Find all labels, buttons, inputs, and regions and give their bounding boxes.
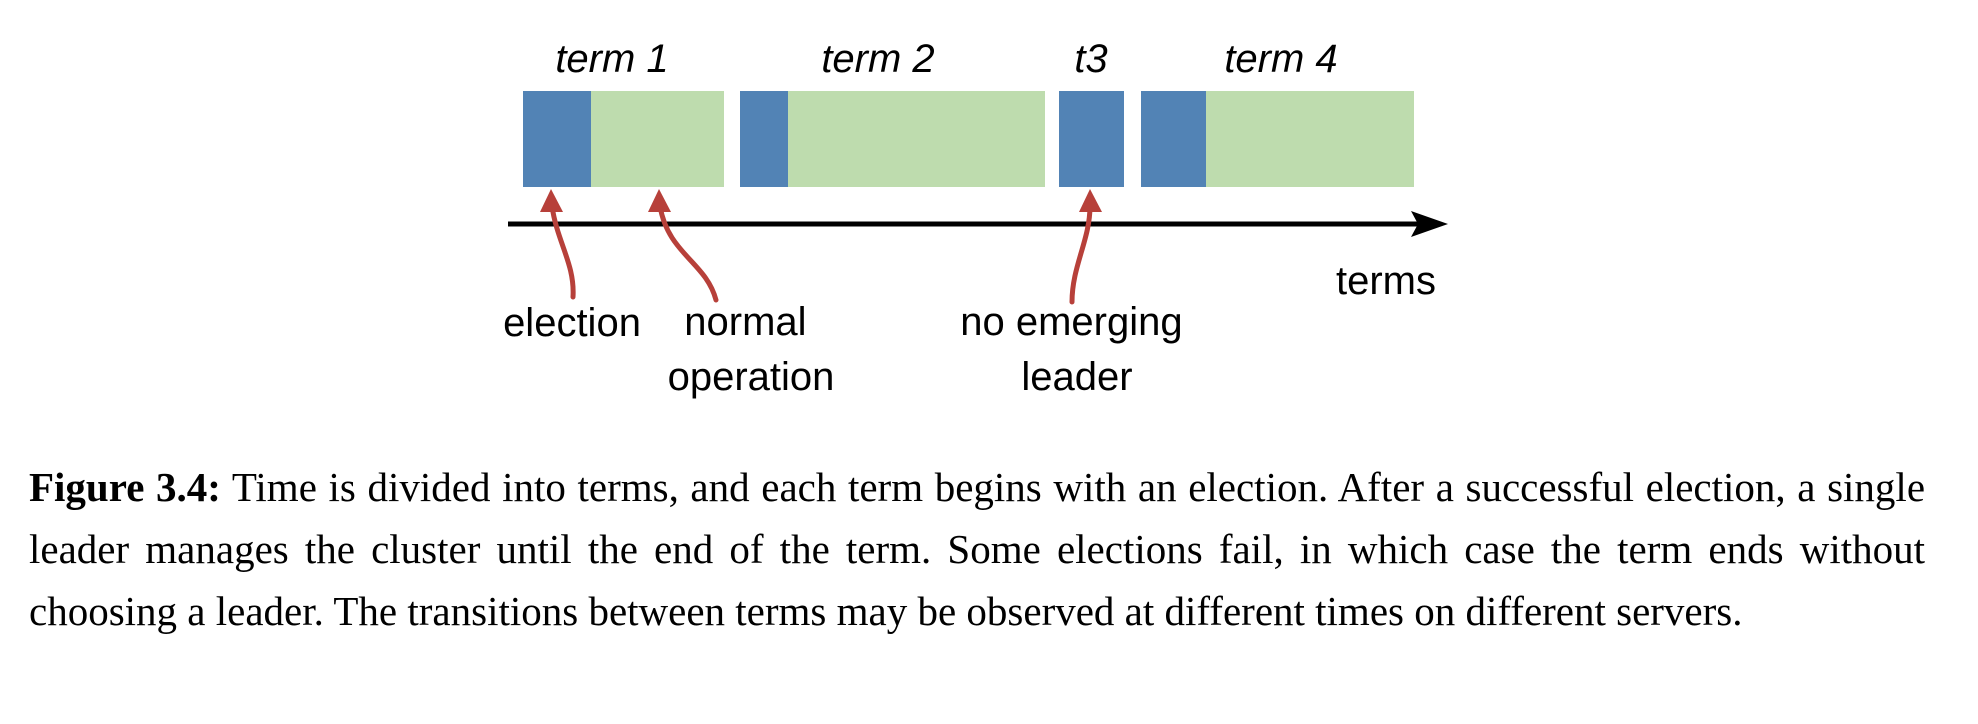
term-2-label: term 2 [821, 37, 934, 81]
no-emerging-leader-arrowhead-icon [1079, 189, 1102, 212]
normal-operation-arrowhead-icon [648, 189, 671, 212]
figure-caption: Figure 3.4: Time is divided into terms, … [29, 456, 1925, 642]
election-arrowhead-icon [540, 189, 563, 212]
election-annotation: election [503, 301, 641, 345]
no-emerging-leader-annotation: no emerging leader [960, 300, 1194, 399]
figure-label: Figure 3.4: [29, 464, 221, 510]
no-emerging-leader-line-2: leader [1021, 355, 1132, 399]
terms-timeline-diagram: term 1 term 2 t3 term 4 terms election n… [503, 37, 1448, 399]
normal-operation-annotation: normal operation [668, 300, 835, 399]
axis-label: terms [1336, 259, 1436, 303]
term-1-election-block [523, 91, 591, 187]
term-2-normal-operation-block [788, 91, 1045, 187]
time-axis-arrowhead-icon [1411, 211, 1448, 237]
term-4-election-block [1141, 91, 1206, 187]
caption-text: Time is divided into terms, and each ter… [29, 464, 1926, 634]
election-arrow [549, 203, 576, 300]
normal-operation-arrow [657, 203, 719, 303]
normal-operation-line-1: normal [684, 300, 806, 344]
no-emerging-leader-line-1: no emerging [960, 300, 1182, 344]
term-4-label: term 4 [1224, 37, 1337, 81]
no-emerging-leader-arrow [1069, 203, 1093, 305]
term-1-normal-operation-block [591, 91, 724, 187]
term-3-election-block [1059, 91, 1124, 187]
term-3-label: t3 [1074, 37, 1107, 81]
term-1-label: term 1 [555, 37, 668, 81]
term-4-normal-operation-block [1206, 91, 1414, 187]
normal-operation-line-2: operation [668, 355, 835, 399]
term-2-election-block [740, 91, 788, 187]
